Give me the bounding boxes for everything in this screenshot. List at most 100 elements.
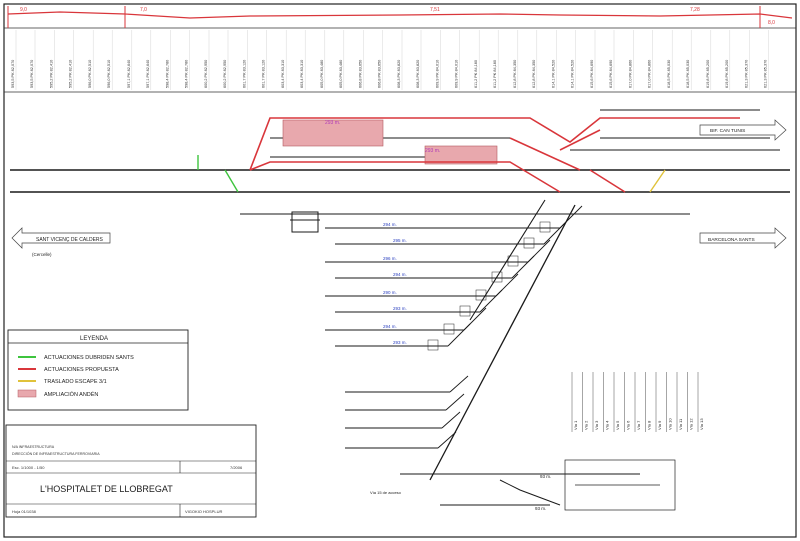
siding-turnout xyxy=(445,393,465,411)
profile-column-label: 597,1 PK 82,640 xyxy=(127,60,131,88)
siding-length: 295 m. xyxy=(393,238,407,243)
reference-code: VIGOKIO HOSPLUR xyxy=(185,509,222,514)
siding-turnout xyxy=(447,323,471,347)
signal-box xyxy=(475,289,487,301)
table-header: Vía 13 xyxy=(699,418,704,430)
left-direction-sub: (Cercelle) xyxy=(32,252,52,257)
profile-column-label: 603,4 PK 83,310 xyxy=(300,60,304,88)
profile-column-label: 617,0 PK 84,860 xyxy=(648,60,652,88)
platform-extension xyxy=(424,145,498,165)
signal-box xyxy=(491,271,503,283)
legend-label: AMPLIACIÓN ANDÉN xyxy=(44,391,98,398)
escape-transfer xyxy=(649,169,666,193)
table-header: Vía 7 xyxy=(636,420,641,430)
legend-swatch xyxy=(17,389,37,398)
legend-label: TRASLADO ESCAPE 3/1 xyxy=(44,379,107,385)
profile-column-label: 596,0 PK 82,510 xyxy=(107,60,111,88)
main-tracks xyxy=(10,109,790,215)
profile-column-label: 608,3 PK 83,820 xyxy=(397,60,401,88)
profile-column-label: 600,2 PK 82,950 xyxy=(223,60,227,88)
bottom-track-label: Vía 15 de acceso xyxy=(370,490,402,495)
profile-column-label: 609,9 PK 84,010 xyxy=(455,60,459,88)
signal-box xyxy=(459,305,471,317)
profile-column-label: 595,2 PK 82,410 xyxy=(50,60,54,88)
siding-length: 293 m. xyxy=(393,340,407,345)
profile-column-label: 601,7 PK 83,120 xyxy=(262,60,266,88)
profile-column-label: 618,5 PK 85,030 xyxy=(667,60,671,88)
bottom-length: 93 m. xyxy=(540,474,551,479)
elevation-profile: 9,0 7,0 7,51 7,28 8,0 xyxy=(7,6,793,28)
platform-length: 293 m. xyxy=(325,120,340,126)
siding-length: 293 m. xyxy=(393,306,407,311)
ladder-track xyxy=(469,199,546,321)
scale-label: Esc. 1/1000 - 1/50 xyxy=(12,465,45,470)
dubriden-actions xyxy=(197,155,239,193)
table-header: Vía 1 xyxy=(573,420,578,430)
siding-length: 294 m. xyxy=(383,222,397,227)
legend: LEYENDA ACTUACIONES DUBRIDEN SANTS ACTUA… xyxy=(7,329,189,411)
title-line: DIRECCIÓN DE INFRAESTRUCTURA FERROVIARIA xyxy=(12,451,100,456)
title-block: N/A INFRAESTRUCTURA DIRECCIÓN DE INFRAES… xyxy=(5,424,257,518)
profile-column-label: 614,1 PK 84,520 xyxy=(570,60,574,88)
profile-column-label: 593,5 PK 82,070 xyxy=(11,60,15,88)
profile-column-label: 606,8 PK 83,650 xyxy=(377,60,381,88)
signal-box xyxy=(443,323,455,335)
profile-label: 9,0 xyxy=(20,7,27,13)
siding-turnout xyxy=(437,431,457,449)
sheet-number: Hoja 01/1038 xyxy=(12,509,37,514)
right-bottom-direction-label: BARCELONA SANTS xyxy=(708,237,755,243)
siding-length: 294 m. xyxy=(383,324,397,329)
profile-column-label: 619,8 PK 85,200 xyxy=(725,60,729,88)
siding-turnout xyxy=(441,411,461,429)
right-top-direction-label: BIF. CAN TUNIS xyxy=(710,128,745,134)
profile-column-label: 611,2 PK 84,180 xyxy=(493,60,497,88)
profile-column-label: 608,3 PK 83,820 xyxy=(416,60,420,88)
profile-column-label: 597,1 PK 82,640 xyxy=(146,60,150,88)
profile-column-label: 601,7 PK 83,120 xyxy=(243,60,247,88)
siding-fan: 294 m. 295 m. 296 m. 294 m. 290 m. 293 m. 294 … xyxy=(325,205,583,449)
proposed-actions xyxy=(249,117,740,193)
siding-turnout xyxy=(449,375,469,393)
date-label: 7/2006 xyxy=(230,465,243,470)
profile-column-label: 605,0 PK 83,480 xyxy=(320,60,324,88)
table-header: Vía 10 xyxy=(668,418,673,430)
left-direction-label: SANT VICENÇ DE CALDERS xyxy=(36,237,104,243)
profile-column-label: 612,8 PK 84,350 xyxy=(513,60,517,88)
profile-column-label: 619,8 PK 85,200 xyxy=(706,60,710,88)
profile-column-label: 618,5 PK 85,030 xyxy=(686,60,690,88)
profile-column-label: 600,2 PK 82,950 xyxy=(204,60,208,88)
profile-column-label: 606,8 PK 83,650 xyxy=(358,60,362,88)
legend-label: ACTUACIONES PROPUESTA xyxy=(44,367,119,373)
left-direction-arrow: SANT VICENÇ DE CALDERS (Cercelle) xyxy=(11,227,111,257)
sheet-border xyxy=(3,3,797,538)
table-header: Vía 5 xyxy=(615,420,620,430)
detail-box xyxy=(564,459,676,511)
table-header: Vía 2 xyxy=(584,420,589,430)
siding-length: 290 m. xyxy=(383,290,397,295)
profile-column-label: 598,4 PK 82,780 xyxy=(165,60,169,88)
siding-length: 296 m. xyxy=(383,256,397,261)
table-header: Vía 4 xyxy=(605,420,610,430)
profile-column-label: 605,0 PK 83,480 xyxy=(339,60,343,88)
siding-turnout xyxy=(479,289,503,313)
profile-column-label: 603,4 PK 83,310 xyxy=(281,60,285,88)
profile-column-label: 614,1 PK 84,520 xyxy=(551,60,555,88)
profile-label: 7,28 xyxy=(690,7,700,13)
ladder-track xyxy=(429,204,576,481)
table-header: Vía 8 xyxy=(647,420,652,430)
table-header: Vía 9 xyxy=(657,420,662,430)
profile-column-label: 612,8 PK 84,350 xyxy=(532,60,536,88)
right-top-direction-arrow: BIF. CAN TUNIS xyxy=(699,119,787,141)
station-title: L'HOSPITALET DE LLOBREGAT xyxy=(40,484,173,494)
signal-box xyxy=(523,237,535,249)
bottom-length: 93 m. xyxy=(535,506,546,511)
siding-length: 294 m. xyxy=(393,272,407,277)
platform-length: 293 m. xyxy=(425,148,440,154)
profile-label: 7,0 xyxy=(140,7,147,13)
profile-column-label: 595,2 PK 82,410 xyxy=(69,60,73,88)
profile-label: 8,0 xyxy=(768,20,775,26)
platform-extension xyxy=(282,119,384,147)
